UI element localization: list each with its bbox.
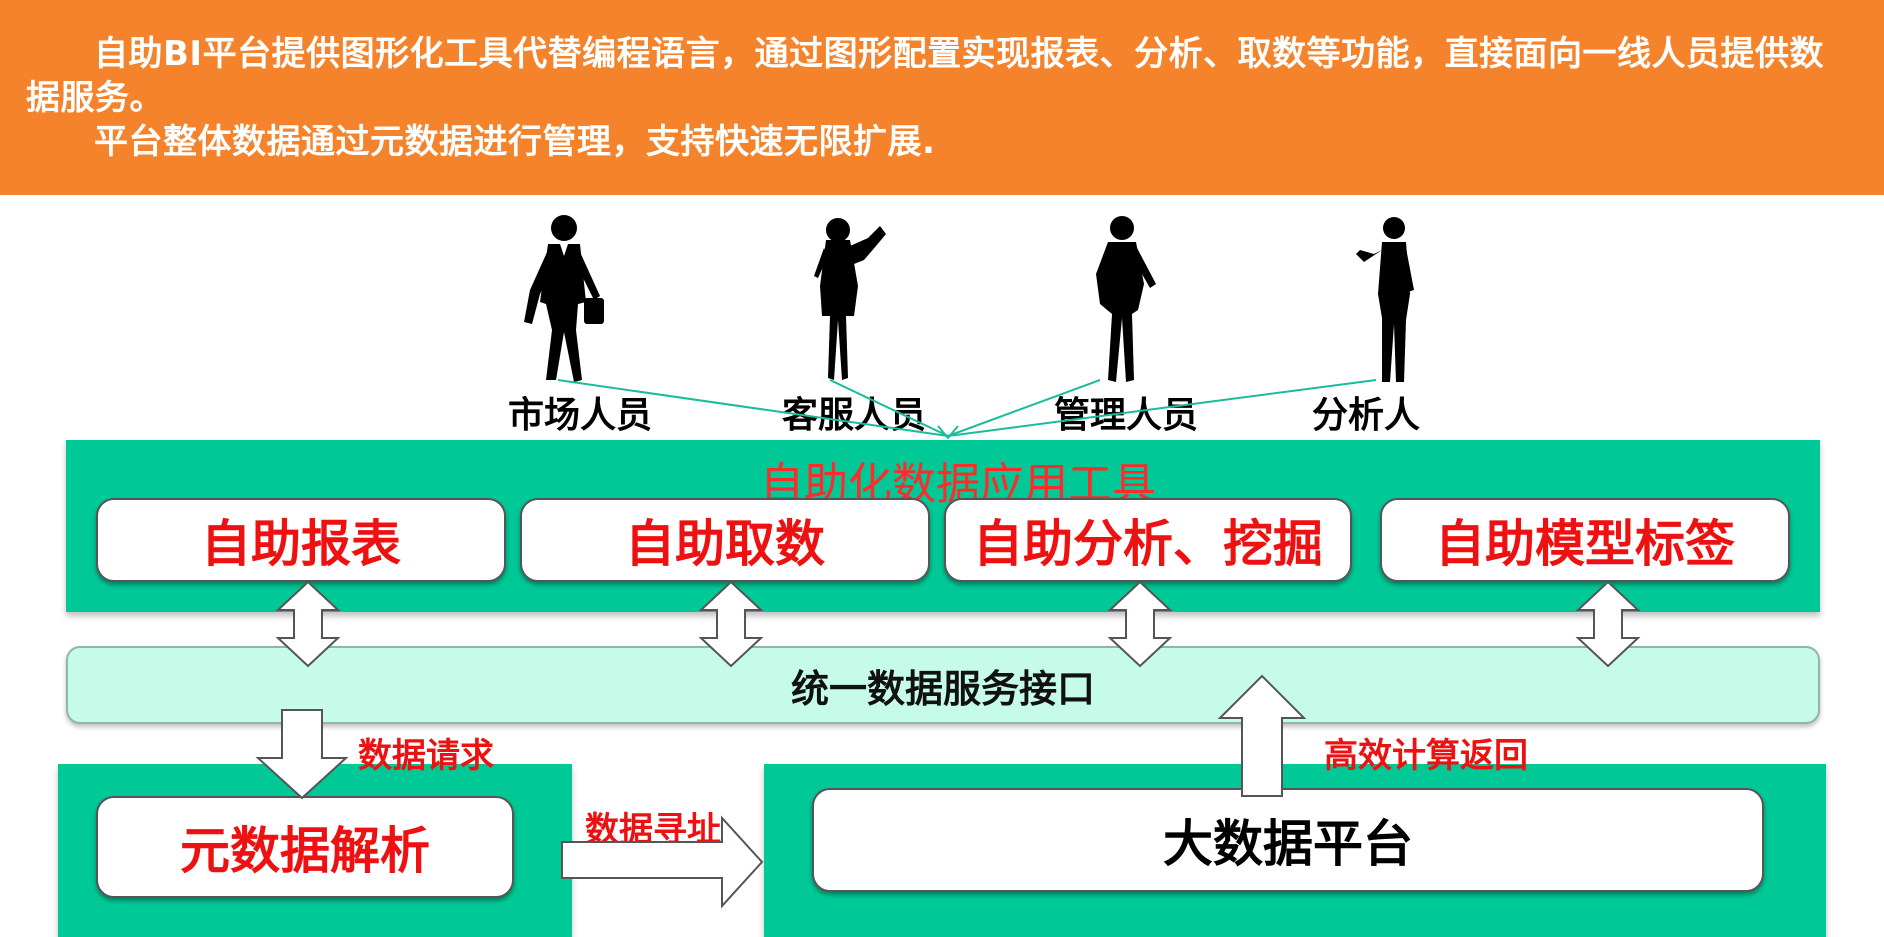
- analyst-silhouette-icon: [1356, 217, 1414, 382]
- interface-bar-label: 统一数据服务接口: [790, 666, 1095, 711]
- unified-data-service-interface: 统一数据服务接口: [66, 646, 1820, 724]
- header-banner: 自助BI平台提供图形化工具代替编程语言，通过图形配置实现报表、分析、取数等功能，…: [0, 0, 1884, 195]
- self-service-analysis-mining-box: 自助分析、挖掘: [944, 498, 1352, 582]
- person-label-management: 管理人员: [1054, 395, 1199, 436]
- woman-silhouette-icon: [814, 218, 886, 380]
- efficient-compute-return-label: 高效计算返回: [1324, 736, 1528, 776]
- manager-silhouette-icon: [1096, 216, 1156, 382]
- self-service-data-extract-box: 自助取数: [520, 498, 930, 582]
- self-service-model-tag-box: 自助模型标签: [1380, 498, 1790, 582]
- self-service-report-box: 自助报表: [96, 498, 506, 582]
- banner-line-2: 平台整体数据通过元数据进行管理，支持快速无限扩展.: [94, 122, 936, 162]
- banner-line-1: 自助BI平台提供图形化工具代替编程语言，通过图形配置实现报表、分析、取数等功能，…: [26, 34, 1825, 118]
- data-request-label: 数据请求: [358, 736, 494, 776]
- big-data-platform-box: 大数据平台: [812, 788, 1764, 892]
- connector-arrowhead: [937, 425, 959, 440]
- metadata-parsing-box: 元数据解析: [96, 796, 514, 898]
- person-label-customer-service: 客服人员: [782, 395, 927, 436]
- data-addressing-label: 数据寻址: [585, 810, 721, 850]
- businessman-briefcase-silhouette-icon: [524, 215, 604, 382]
- person-label-marketing: 市场人员: [508, 395, 653, 436]
